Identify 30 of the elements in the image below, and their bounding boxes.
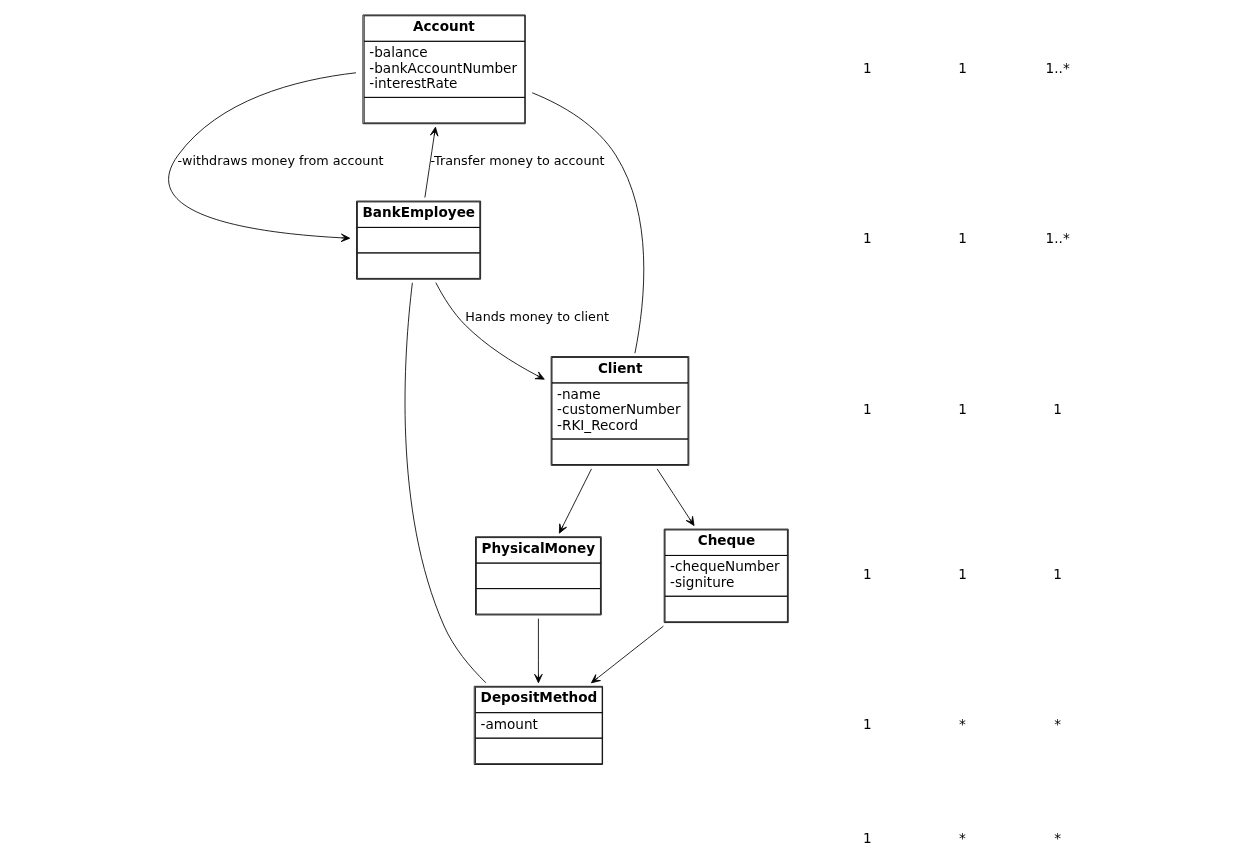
arrow xyxy=(167,72,356,243)
label: * xyxy=(1053,715,1061,732)
label: 1 xyxy=(862,401,872,418)
label: * xyxy=(958,715,966,732)
label: 1..* xyxy=(1045,59,1070,76)
label: * xyxy=(958,830,966,847)
arrow xyxy=(533,618,543,684)
label: 1 xyxy=(862,566,872,583)
connector xyxy=(531,92,644,354)
arrow xyxy=(558,468,592,534)
arrow xyxy=(590,625,664,684)
label: 1 xyxy=(862,59,872,76)
label: 1 xyxy=(1052,566,1062,583)
label: 1 xyxy=(957,59,967,76)
label: 1 xyxy=(957,401,967,418)
label: 1 xyxy=(957,566,967,583)
label: 1 xyxy=(862,230,872,247)
connector xyxy=(404,282,486,684)
label: 1 xyxy=(1052,401,1062,418)
edge-label: -Transfer money to account xyxy=(430,153,605,169)
edge-label: -withdraws money from account xyxy=(177,153,383,169)
label: 1 xyxy=(862,715,872,732)
arrow xyxy=(423,126,438,198)
edge-label: Hands money to client xyxy=(464,308,609,324)
label: * xyxy=(1053,830,1061,847)
label: 1 xyxy=(862,830,872,847)
arrow xyxy=(434,282,545,380)
arrow xyxy=(656,468,694,526)
label: 1 xyxy=(957,230,967,247)
label: 1..* xyxy=(1045,230,1070,247)
